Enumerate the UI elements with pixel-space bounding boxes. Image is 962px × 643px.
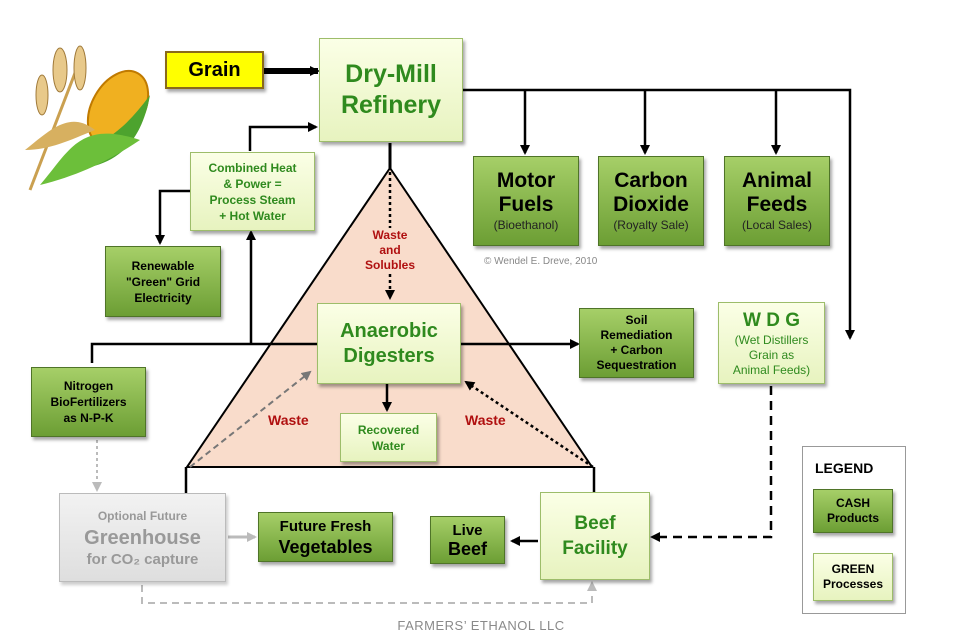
digesters-line2: Digesters <box>343 344 435 367</box>
vegetables-line2: Vegetables <box>278 536 373 557</box>
live-beef-line1: Live <box>452 522 483 539</box>
grain-corn-icon <box>25 45 150 191</box>
carbon-dioxide-line1: Carbon <box>614 168 688 192</box>
electricity-line1: Renewable <box>131 258 195 273</box>
motor-fuels-box: Motor Fuels (Bioethanol) <box>473 156 579 246</box>
chp-line1: Combined Heat <box>208 160 297 175</box>
wdg-line2: Grain as <box>748 347 795 362</box>
soil-line3: + Carbon <box>610 343 663 357</box>
nitrogen-line1: Nitrogen <box>63 379 114 393</box>
copyright-text: © Wendel E. Dreve, 2010 <box>484 256 598 267</box>
grain-label: Grain <box>188 58 241 81</box>
recovered-water-line2: Water <box>372 438 405 453</box>
footer-text: FARMERS’ ETHANOL LLC <box>397 618 565 633</box>
carbon-dioxide-line2: Dioxide <box>613 192 689 216</box>
animal-feeds-line1: Animal <box>741 168 812 192</box>
legend: LEGEND CASH Products GREEN Processes <box>802 446 906 614</box>
nitrogen-line2: BioFertilizers <box>50 395 127 409</box>
chp-line3: Process Steam <box>209 192 296 207</box>
legend-cash-line2: Products <box>826 511 879 525</box>
digesters-box: Anaerobic Digesters <box>317 303 461 384</box>
electricity-line3: Electricity <box>134 290 192 305</box>
recovered-water-line1: Recovered <box>357 422 420 437</box>
refinery-line2: Refinery <box>340 91 442 119</box>
electricity-box: Renewable "Green" Grid Electricity <box>105 246 221 317</box>
waste-right-label: Waste <box>465 412 506 428</box>
vegetables-line1: Future Fresh <box>279 517 372 535</box>
waste-solubles-line2: and <box>379 243 401 257</box>
waste-left-label: Waste <box>268 412 309 428</box>
wdg-title: W D G <box>743 309 800 331</box>
waste-solubles-line1: Waste <box>372 228 408 242</box>
chp-line4: + Hot Water <box>219 208 286 223</box>
vegetables-box: Future Fresh Vegetables <box>258 512 393 562</box>
chp-box: Combined Heat & Power = Process Steam + … <box>190 152 315 231</box>
refinery-box: Dry-Mill Refinery <box>319 38 463 142</box>
wdg-box: W D G (Wet Distillers Grain as Animal Fe… <box>718 302 825 384</box>
legend-cash-swatch: CASH Products <box>813 489 893 533</box>
electricity-line2: "Green" Grid <box>125 274 201 289</box>
soil-line2: Remediation <box>600 328 673 342</box>
chp-line2: & Power = <box>223 176 282 191</box>
beef-facility-line1: Beef <box>574 513 616 534</box>
grain-box: Grain <box>165 51 264 89</box>
greenhouse-line2: Greenhouse <box>84 526 201 549</box>
beef-facility-box: Beef Facility <box>540 492 650 580</box>
carbon-dioxide-sub: (Royalty Sale) <box>613 217 689 232</box>
greenhouse-box: Optional Future Greenhouse for CO₂ captu… <box>59 493 226 582</box>
animal-feeds-box: Animal Feeds (Local Sales) <box>724 156 830 246</box>
legend-green-line1: GREEN <box>831 562 875 576</box>
greenhouse-line1: Optional Future <box>97 508 188 523</box>
wdg-line3: Animal Feeds) <box>732 362 811 377</box>
motor-fuels-sub: (Bioethanol) <box>493 217 559 232</box>
soil-line1: Soil <box>625 313 648 327</box>
soil-box: Soil Remediation + Carbon Sequestration <box>579 308 694 378</box>
motor-fuels-line1: Motor <box>496 168 556 192</box>
motor-fuels-line2: Fuels <box>498 192 554 216</box>
beef-facility-line2: Facility <box>562 538 628 559</box>
legend-green-swatch: GREEN Processes <box>813 553 893 601</box>
nitrogen-box: Nitrogen BioFertilizers as N-P-K <box>31 367 146 437</box>
recovered-water-box: Recovered Water <box>340 413 437 462</box>
legend-cash-line1: CASH <box>835 496 870 510</box>
live-beef-box: Live Beef <box>430 516 505 564</box>
legend-title: LEGEND <box>815 460 874 476</box>
waste-solubles-label: Waste and Solubles <box>350 228 430 273</box>
greenhouse-line3: for CO₂ capture <box>86 550 199 568</box>
waste-solubles-line3: Solubles <box>364 258 415 272</box>
animal-feeds-line2: Feeds <box>746 192 808 216</box>
digesters-line1: Anaerobic <box>340 319 438 342</box>
wdg-line1: (Wet Distillers <box>734 332 809 347</box>
carbon-dioxide-box: Carbon Dioxide (Royalty Sale) <box>598 156 704 246</box>
soil-line4: Sequestration <box>596 358 677 372</box>
nitrogen-line3: as N-P-K <box>63 411 114 425</box>
legend-green-line2: Processes <box>822 577 884 591</box>
animal-feeds-sub: (Local Sales) <box>741 217 813 232</box>
live-beef-line2: Beef <box>447 539 487 559</box>
refinery-line1: Dry-Mill <box>345 60 437 88</box>
